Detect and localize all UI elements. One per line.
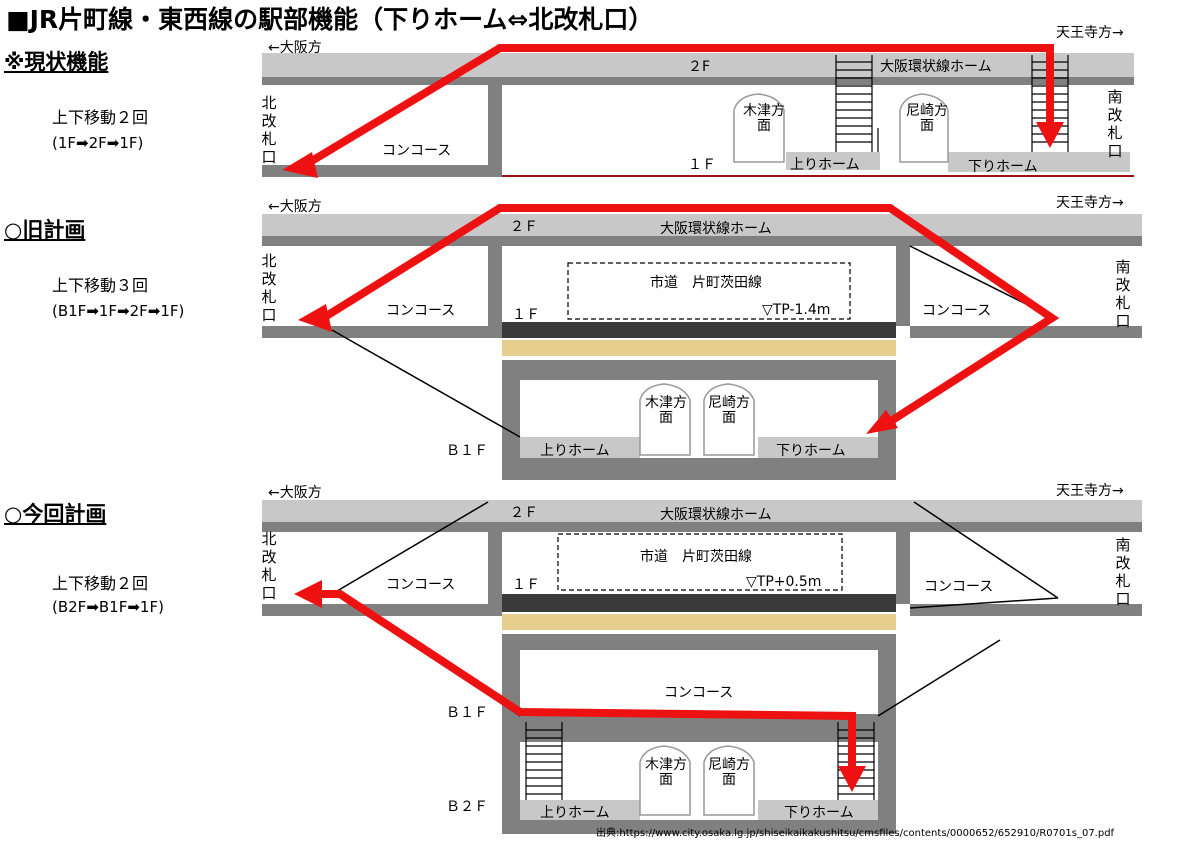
floor-label: ２Ｆ (510, 219, 538, 235)
kizu-direction-label: 木津方面 (743, 103, 785, 134)
floor-label: Ｂ１Ｆ (446, 705, 488, 721)
diagram-old (262, 204, 1142, 480)
route-arrow (297, 44, 1054, 172)
section-heading-old: ○旧計画 (4, 218, 86, 242)
north-gate-label: 北改札口 (261, 530, 277, 602)
up-platform-label: 上りホーム (540, 805, 610, 821)
section-heading-new: ○今回計画 (4, 502, 107, 526)
floor-label: ２Ｆ (510, 505, 538, 521)
concourse-label: コンコース (664, 685, 734, 701)
page-title: ■JR片町線・東西線の駅部機能（下りホーム⇔北改札口） (6, 5, 654, 34)
up-platform (786, 152, 880, 170)
moves-count-old: 上下移動３回 (52, 276, 149, 295)
amagasaki-direction-label: 尼崎方面 (906, 103, 948, 134)
concourse-label: コンコース (386, 303, 456, 319)
direction-tennoji-label: 天王寺方→ (1056, 195, 1124, 211)
south-gate-label: 南改札口 (1107, 88, 1123, 160)
concourse-label: コンコース (922, 303, 992, 319)
floor-label: Ｂ２Ｆ (446, 799, 488, 815)
down-platform-label: 下りホーム (968, 159, 1038, 175)
direction-osaka-label: ←大阪方 (268, 40, 322, 56)
section-heading-current: ※現状機能 (4, 50, 109, 74)
amagasaki-direction-label: 尼崎方面 (708, 395, 750, 426)
concourse-label: コンコース (386, 577, 456, 593)
north-gate-label: 北改札口 (261, 252, 277, 324)
floor-2f-slab (262, 53, 1134, 77)
route-arrow (317, 204, 1060, 432)
direction-tennoji-label: 天王寺方→ (1056, 483, 1124, 499)
amagasaki-direction-label: 尼崎方面 (708, 757, 750, 788)
down-platform-label: 下りホーム (784, 805, 854, 821)
train-car-outline (899, 93, 949, 163)
route-current: (1F➡2F➡1F) (52, 134, 144, 152)
south-gate-label: 南改札口 (1115, 258, 1131, 330)
elevation-label: ▽TP-1.4m (762, 302, 831, 318)
floor-label: １Ｆ (688, 157, 716, 173)
source-citation: 出典:https://www.city.osaka.lg.jp/shiseika… (596, 828, 1115, 839)
south-gate-label: 南改札口 (1115, 536, 1131, 608)
direction-osaka-label: ←大阪方 (268, 199, 322, 215)
down-platform-label: 下りホーム (776, 443, 846, 459)
loop-line-platform-label: 大阪環状線ホーム (660, 221, 772, 237)
elevation-label: ▽TP+0.5m (746, 574, 822, 590)
up-platform-label: 上りホーム (790, 157, 860, 173)
kizu-direction-label: 木津方面 (645, 395, 687, 426)
moves-count-new: 上下移動２回 (52, 574, 149, 593)
north-gate-label: 北改札口 (261, 94, 277, 166)
diagram-new (262, 500, 1142, 834)
route-arrow (316, 590, 856, 770)
up-platform-label: 上りホーム (540, 443, 610, 459)
loop-line-platform-label: 大阪環状線ホーム (660, 507, 772, 523)
kizu-direction-label: 木津方面 (645, 757, 687, 788)
floor-label: １Ｆ (512, 307, 540, 323)
concourse-label: コンコース (382, 143, 452, 159)
concourse-label: コンコース (924, 579, 994, 595)
diagram-current (262, 44, 1134, 178)
road-label: 市道 片町茨田線 (640, 549, 752, 565)
floor-label: ２F (688, 59, 711, 75)
road-box (567, 262, 851, 320)
direction-osaka-label: ←大阪方 (268, 485, 322, 501)
floor-label: １Ｆ (512, 577, 540, 593)
down-platform (948, 152, 1130, 172)
loop-line-platform-label: 大阪環状線ホーム (880, 59, 992, 75)
route-old: (B1F➡1F➡2F➡1F) (52, 302, 185, 320)
train-car-outline (733, 93, 785, 163)
direction-tennoji-label: 天王寺方→ (1056, 25, 1124, 41)
floor-label: Ｂ１Ｆ (446, 443, 488, 459)
moves-count-current: 上下移動２回 (52, 108, 149, 127)
road-label: 市道 片町茨田線 (650, 275, 762, 291)
route-new: (B2F➡B1F➡1F) (52, 598, 164, 616)
